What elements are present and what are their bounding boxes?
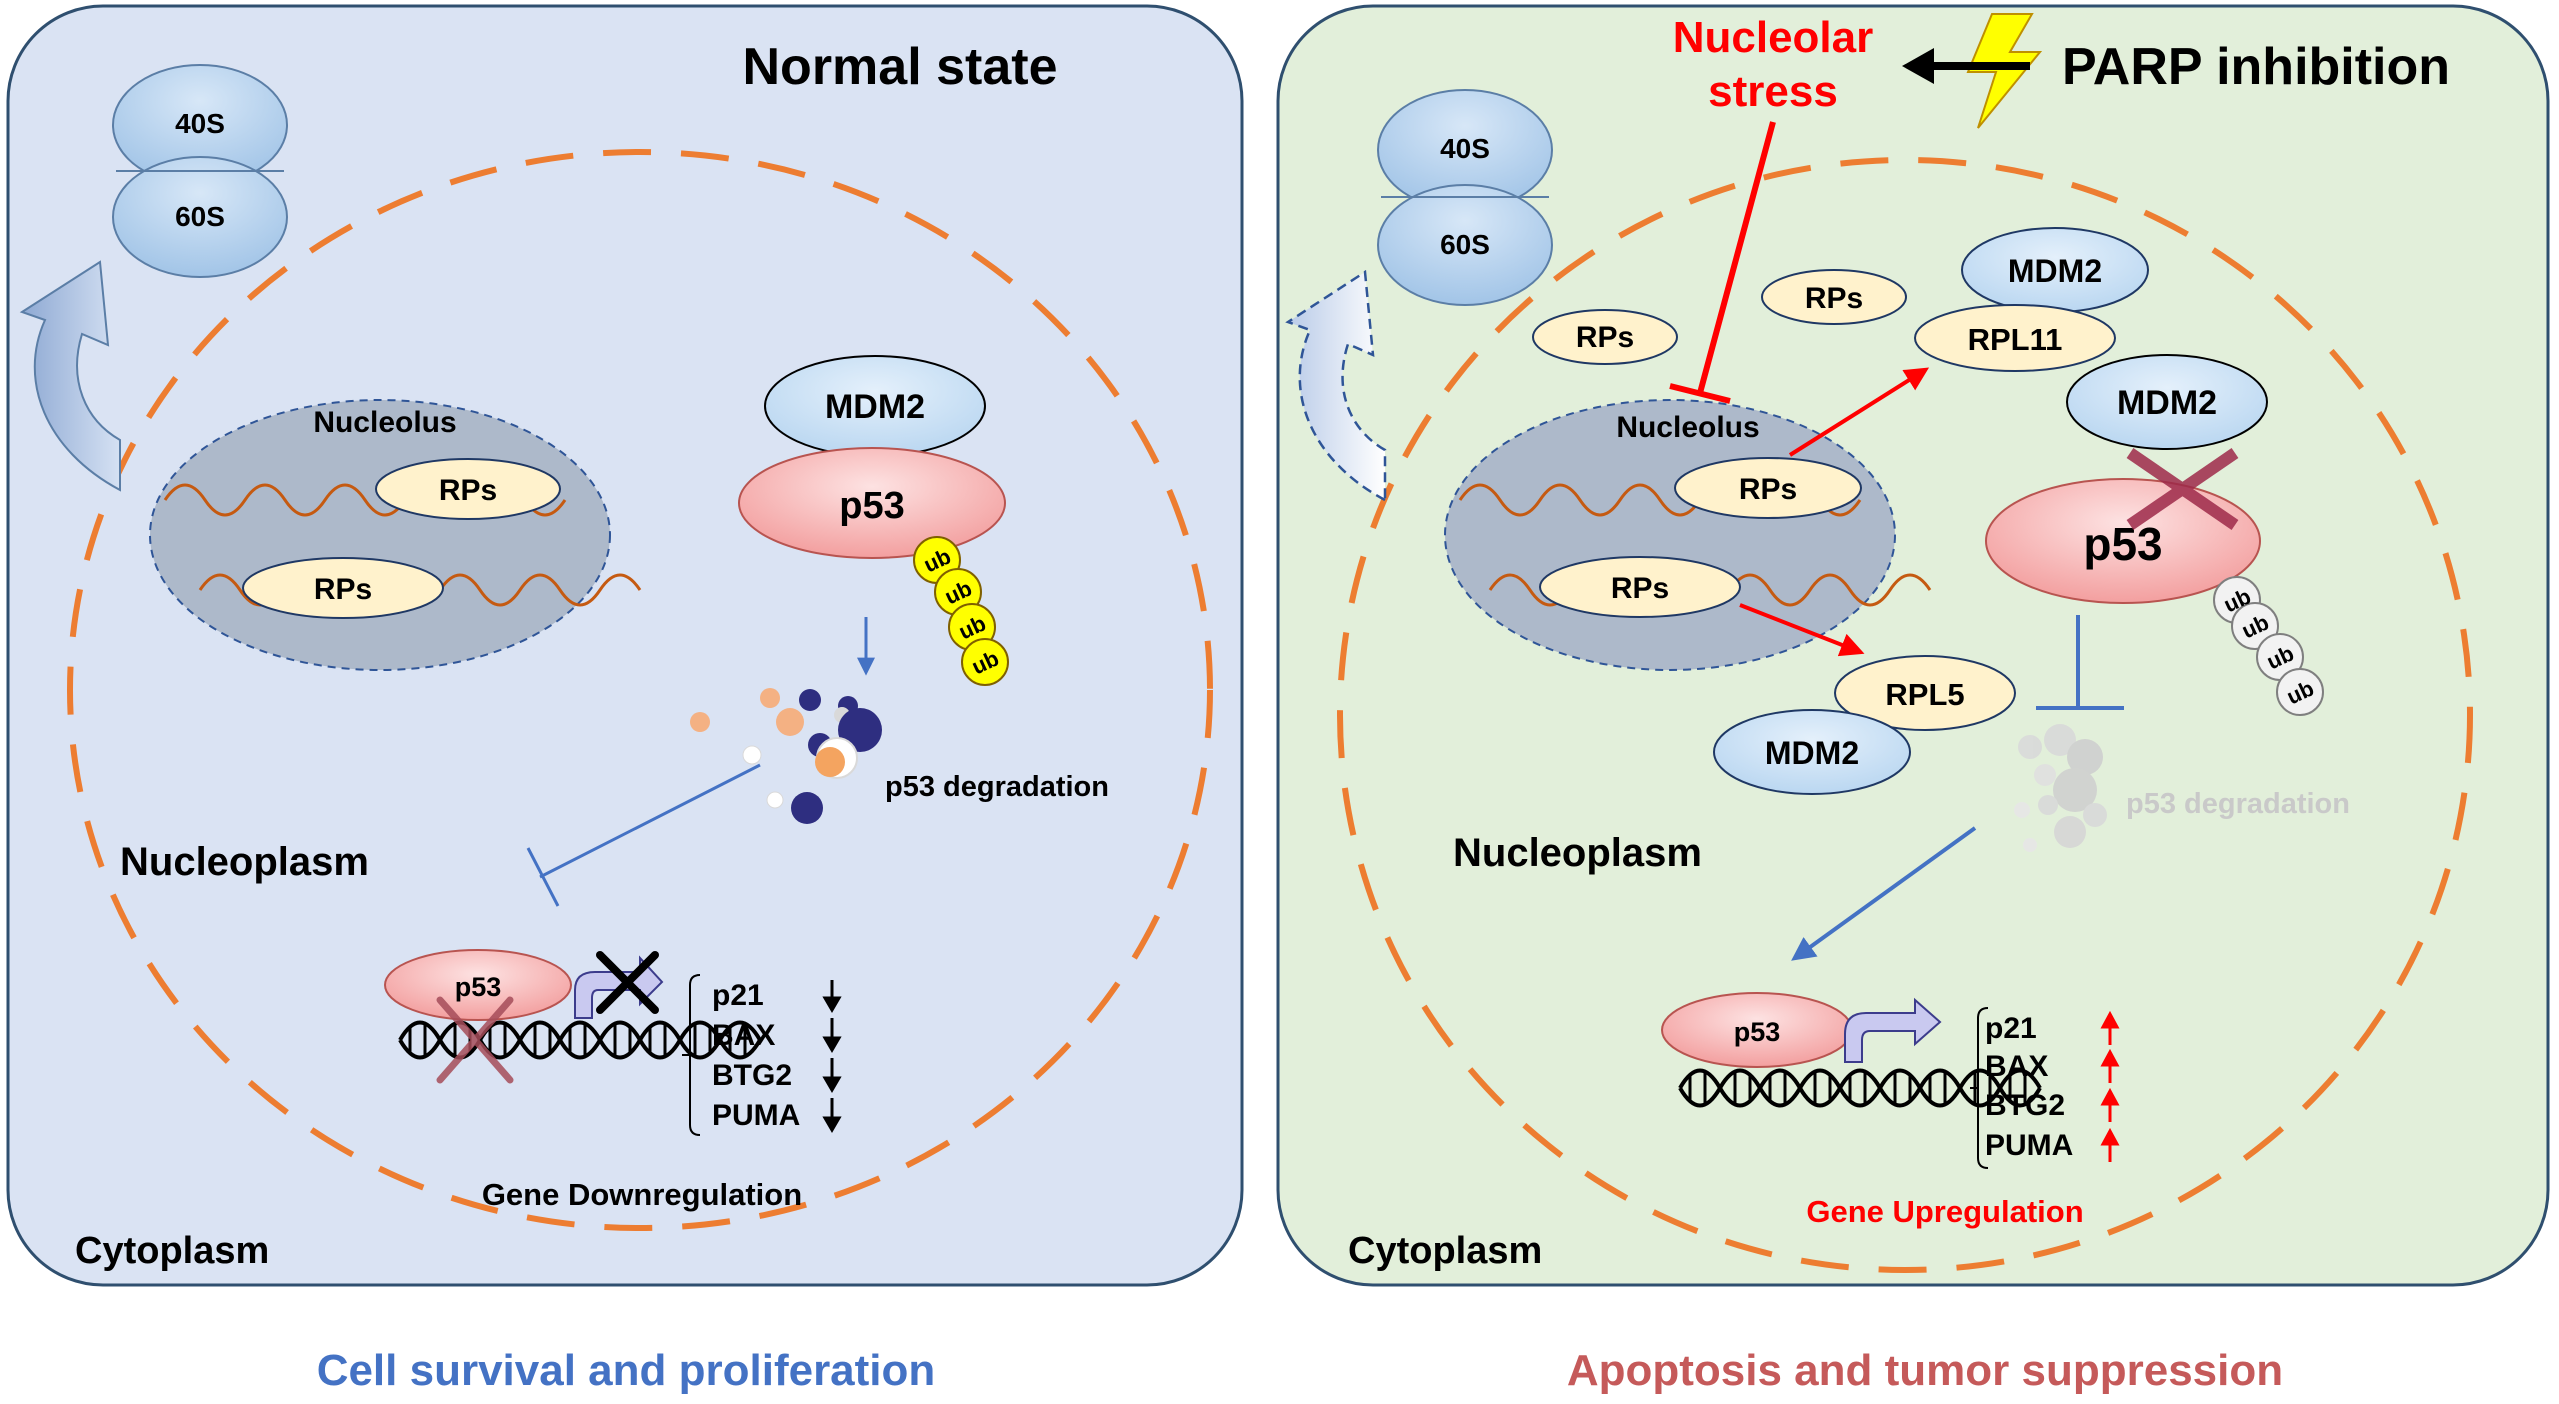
right-free-rps-2	[1761, 269, 1907, 325]
left-60s-label: 60S	[175, 201, 225, 232]
left-nucleolus-label: Nucleolus	[313, 406, 456, 439]
left-panel: Normal state 40S 60S Nucleolus RPs RPs	[6, 4, 1244, 1395]
left-mdm2-p53-complex: MDM2 p53 ub ub ub ub	[738, 355, 1009, 686]
right-mdm2-free	[2066, 354, 2268, 450]
parp-arrow	[1902, 48, 2030, 84]
right-free-rps-1-label: RPs	[1576, 321, 1634, 354]
left-rps-2	[242, 557, 444, 619]
right-degradation-fragments	[2014, 724, 2107, 852]
left-cell	[6, 4, 1244, 1287]
left-nucleolus-body	[149, 399, 611, 671]
left-rps-1-label: RPs	[439, 474, 497, 507]
left-nucleoplasm-label: Nucleoplasm	[120, 840, 369, 884]
left-gene-btg2: BTG2	[712, 1059, 792, 1092]
right-rpl5	[1834, 655, 2016, 731]
left-rps-2-label: RPs	[314, 573, 372, 606]
right-free-rps-1	[1532, 309, 1678, 365]
left-gene-bax: BAX	[712, 1019, 775, 1052]
right-rps-1	[1674, 457, 1862, 519]
right-ribosome: 40S 60S	[1377, 89, 1553, 306]
left-gene-list: p21 BAX BTG2 PUMA	[682, 974, 842, 1136]
right-mdm2-bottom-label: MDM2	[1765, 735, 1859, 771]
left-transcription-block	[596, 951, 659, 1014]
right-mdm2-top-label: MDM2	[2008, 253, 2102, 289]
right-60s-label: 60S	[1440, 229, 1490, 260]
left-rps-1	[375, 458, 561, 520]
left-dna-complex: p53	[384, 949, 762, 1084]
left-cytoplasm-label: Cytoplasm	[75, 1230, 269, 1272]
left-nucleus-membrane	[67, 149, 1213, 1231]
right-caption: Apoptosis and tumor suppression	[1567, 1346, 2283, 1395]
left-40s-label: 40S	[175, 108, 225, 139]
right-transcription-arrow	[1844, 997, 1942, 1063]
right-gene-status: Gene Upregulation	[1806, 1194, 2083, 1229]
right-cytoplasm-label: Cytoplasm	[1348, 1230, 1542, 1272]
right-rpl11	[1914, 304, 2116, 372]
right-mdm2-free-label: MDM2	[2117, 384, 2217, 422]
right-gene-btg2: BTG2	[1985, 1089, 2065, 1122]
left-dna-p53-label: p53	[455, 972, 502, 1002]
right-nucleoplasm-label: Nucleoplasm	[1453, 831, 1702, 875]
stress-inhibition	[1669, 121, 1776, 404]
right-export-arrow	[1285, 269, 1387, 503]
left-inhibition	[526, 763, 761, 907]
rps-to-rpl11-arrow	[1788, 367, 1930, 457]
rps-to-rpl5-arrow	[1739, 603, 1865, 657]
right-up-arrows	[2100, 1010, 2120, 1162]
right-gene-puma: PUMA	[1985, 1129, 2073, 1162]
right-ub-chain: ub ub ub ub	[2213, 576, 2324, 716]
lightning-icon	[1966, 13, 2043, 129]
right-rps-2	[1539, 556, 1741, 618]
right-gene-p21: p21	[1985, 1012, 2037, 1045]
left-degradation-fragments	[690, 688, 882, 824]
stress-line-1: Nucleolar	[1673, 13, 1874, 62]
right-nucleolus: Nucleolus RPs RPs	[1444, 399, 1932, 671]
stress-line-2: stress	[1708, 67, 1838, 116]
left-ub-chain: ub ub ub ub	[913, 536, 1009, 686]
right-degradation-inhibition	[2036, 615, 2124, 710]
right-dna-p53-label: p53	[1734, 1017, 1781, 1047]
right-mdm2-bottom	[1713, 709, 1911, 795]
right-title: PARP inhibition	[2062, 38, 2450, 96]
left-mdm2-label: MDM2	[825, 388, 925, 426]
right-degradation-label: p53 degradation	[2126, 788, 2350, 820]
left-caption: Cell survival and proliferation	[317, 1346, 936, 1395]
left-gene-puma: PUMA	[712, 1099, 800, 1132]
left-gene-p21: p21	[712, 979, 764, 1012]
left-nucleolus: Nucleolus RPs RPs	[149, 399, 642, 671]
right-p53	[1985, 478, 2261, 604]
right-dna-complex: p53	[1661, 992, 2042, 1108]
right-gene-list: p21 BAX BTG2 PUMA	[1970, 1007, 2120, 1169]
left-p53	[738, 447, 1006, 559]
right-nucleolus-label: Nucleolus	[1616, 411, 1759, 444]
left-down-arrows	[822, 980, 842, 1133]
left-title: Normal state	[743, 38, 1058, 96]
right-ribosome-60s	[1377, 184, 1553, 306]
right-panel: PARP inhibition Nucleolar stress 40S 60S	[1276, 4, 2550, 1395]
left-dna-p53	[384, 949, 572, 1021]
left-dna-cross	[436, 996, 514, 1084]
right-free-rps-2-label: RPs	[1805, 282, 1863, 315]
right-rps-2-label: RPs	[1611, 572, 1669, 605]
left-ribosome-60s	[112, 156, 288, 278]
right-rpl5-label: RPL5	[1885, 677, 1964, 712]
left-ribosome: 40S 60S	[112, 64, 288, 278]
right-rps-1-label: RPs	[1739, 473, 1797, 506]
left-export-arrow	[19, 260, 121, 492]
right-nucleus-membrane	[1337, 157, 2473, 1273]
right-activation-arrow	[1791, 826, 1977, 961]
left-p53-label: p53	[839, 485, 904, 527]
mdm2-p53-block	[2126, 448, 2239, 530]
right-p53-label: p53	[2083, 518, 2162, 570]
right-gene-bax: BAX	[1985, 1050, 2048, 1083]
left-degradation-label: p53 degradation	[885, 771, 1109, 803]
right-40s-label: 40S	[1440, 133, 1490, 164]
right-rpl11-label: RPL11	[1968, 322, 2063, 357]
left-gene-status: Gene Downregulation	[482, 1177, 802, 1212]
